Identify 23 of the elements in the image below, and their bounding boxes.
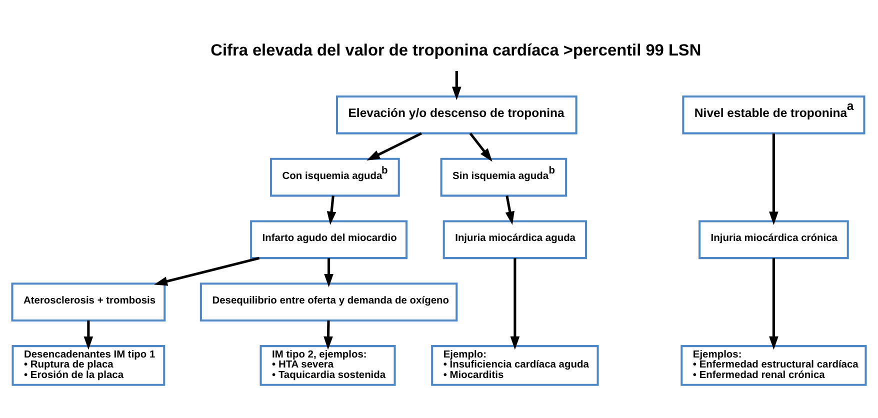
- node-box: Injuria miocárdica aguda: [442, 220, 588, 259]
- node-box: Ejemplos: • Enfermedad estructural cardíaca • Enfermedad renal crónica: [680, 344, 867, 386]
- node-box: Aterosclerosis + trombosis: [11, 282, 166, 321]
- node-box: Desencadenantes IM tipo 1 • Ruptura de placa • Erosión de la placa: [12, 344, 166, 386]
- arrow: [366, 132, 422, 160]
- arrow: [324, 258, 334, 287]
- arrow: [154, 256, 260, 286]
- node-box: Ejemplo: • Insuficiencia cardíaca aguda • Miocarditis: [431, 344, 599, 386]
- arrow: [324, 320, 333, 350]
- arrow: [769, 258, 778, 350]
- node-text: Cifra elevada del valor de troponina cardíaca >percentil 99 LSN: [210, 40, 702, 59]
- arrow: [452, 70, 462, 100]
- arrow: [769, 133, 778, 224]
- node-box: Injuria miocárdica crónica: [698, 220, 849, 259]
- node-box: IM tipo 2, ejemplos: • HTA severa • Taquicardia sostenida: [260, 344, 396, 386]
- arrow: [469, 132, 492, 162]
- arrow: [84, 320, 94, 350]
- node-box: Elevación y/o descenso de troponina: [336, 94, 578, 134]
- node-box: Infarto agudo del miocardio: [250, 220, 408, 259]
- node-box: Desequilibrio entre oferta y demanda de oxígeno: [200, 282, 458, 321]
- arrow: [510, 258, 520, 350]
- arrow: [505, 195, 514, 224]
- arrow: [326, 195, 336, 224]
